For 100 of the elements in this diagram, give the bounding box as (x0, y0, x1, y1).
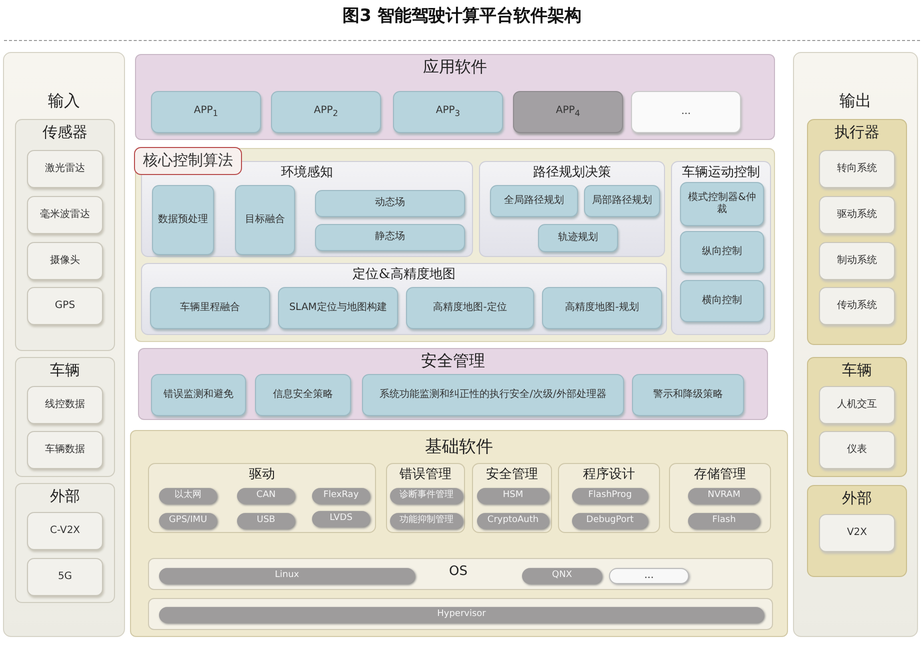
group-heading: 车辆 (841, 361, 873, 379)
item-card (27, 386, 103, 424)
item-label: 信息安全策略 (273, 388, 333, 402)
item-card (27, 196, 103, 234)
group-panel (558, 463, 660, 533)
column-panel (793, 52, 918, 637)
group-panel (15, 119, 115, 351)
group-panel (472, 463, 552, 533)
module-pill (572, 513, 648, 529)
group-panel (671, 161, 771, 335)
item-label: 模式控制器&仲裁 (687, 192, 757, 216)
diagram-title: 图3 智能驾驶计算平台软件架构 (342, 5, 582, 27)
module-label: Flash (712, 515, 736, 527)
item-label: C-V2X (50, 524, 80, 538)
module-card (631, 91, 741, 133)
group-panel (669, 463, 771, 533)
module-pill (237, 513, 295, 529)
group-heading: 执行器 (834, 123, 880, 141)
item-label: 摄像头 (50, 254, 80, 268)
module-card (151, 374, 246, 416)
item-label: 纵向控制 (702, 246, 742, 258)
module-card (271, 91, 381, 133)
item-label: 毫米波雷达 (40, 208, 90, 222)
item-label: 动态场 (375, 197, 405, 210)
group-heading: 安全管理 (485, 467, 539, 483)
layer-heading: OS (449, 564, 468, 579)
module-card (315, 190, 465, 217)
item-card (819, 242, 895, 280)
module-pill (477, 513, 549, 529)
module-label: 以太网 (174, 490, 202, 502)
item-card (27, 287, 103, 325)
module-pill (312, 488, 370, 504)
module-card (393, 91, 503, 133)
item-label: V2X (846, 526, 868, 540)
module-card (542, 287, 662, 329)
layer-band (135, 54, 775, 140)
module-card (362, 374, 624, 416)
item-label: 全局路径规划 (504, 194, 564, 208)
module-label: QNX (552, 570, 572, 582)
group-heading: 环境感知 (280, 165, 334, 181)
module-label: NVRAM (708, 490, 740, 502)
module-label: 诊断事件管理 (400, 490, 454, 502)
module-card (632, 374, 744, 416)
item-card (819, 514, 895, 552)
item-label: 线控数据 (45, 398, 85, 412)
module-label: CryptoAuth (487, 515, 539, 527)
module-pill (237, 488, 295, 504)
item-label: 仪表 (847, 444, 867, 456)
group-heading: 错误管理 (398, 467, 452, 483)
group-heading: 基础软件 (424, 437, 494, 458)
group-panel (386, 463, 465, 533)
item-card (819, 431, 895, 469)
module-card (584, 185, 660, 217)
item-label: APP$_{4}$ (556, 105, 580, 119)
item-label: 高精度地图-规划 (565, 302, 639, 314)
layer-band (138, 348, 768, 420)
group-panel (15, 483, 115, 603)
module-label: FlashProg (588, 490, 632, 502)
column-panel (3, 52, 125, 637)
module-card (235, 185, 295, 255)
group-panel (15, 357, 115, 477)
item-label: APP$_{3}$ (436, 105, 460, 119)
item-card (27, 512, 103, 550)
module-label: Hypervisor (437, 609, 486, 621)
item-label: APP$_{2}$ (314, 105, 338, 119)
item-label: 目标融合 (245, 214, 285, 226)
section-tag: 核心控制算法 (134, 147, 242, 174)
module-card (150, 287, 270, 329)
item-card (819, 196, 895, 234)
group-heading: 输出 (838, 91, 872, 110)
module-card (255, 374, 351, 416)
group-heading: 传感器 (42, 123, 88, 141)
module-label: CAN (256, 490, 276, 502)
module-pill (390, 513, 463, 529)
group-panel (148, 463, 376, 533)
module-card (490, 185, 578, 217)
module-pill (159, 488, 217, 504)
group-panel (141, 263, 667, 335)
item-label: 高精度地图-定位 (433, 302, 507, 314)
module-pill (688, 513, 760, 529)
item-label: SLAM定位与地图构建 (289, 302, 387, 314)
module-label: Linux (274, 570, 300, 582)
group-heading: 定位&高精度地图 (352, 267, 456, 283)
item-label: 轨迹规划 (558, 232, 598, 244)
module-label: FlexRay (323, 490, 359, 502)
item-label: 数据预处理 (158, 214, 208, 226)
item-label: 静态场 (375, 231, 405, 244)
module-label: GPS/IMU (168, 515, 208, 527)
group-heading: 程序设计 (582, 467, 636, 483)
empty-band (148, 598, 773, 630)
item-label: 车辆数据 (45, 444, 85, 456)
module-pill (159, 607, 764, 623)
item-card (27, 558, 103, 596)
item-label: 制动系统 (837, 254, 877, 268)
layer-band (148, 558, 773, 590)
item-label: 横向控制 (702, 294, 742, 308)
module-label: LVDS (330, 513, 352, 525)
item-label: 警示和降级策略 (653, 388, 723, 402)
item-label: 错误监测和避免 (164, 388, 234, 402)
module-card (680, 280, 764, 322)
